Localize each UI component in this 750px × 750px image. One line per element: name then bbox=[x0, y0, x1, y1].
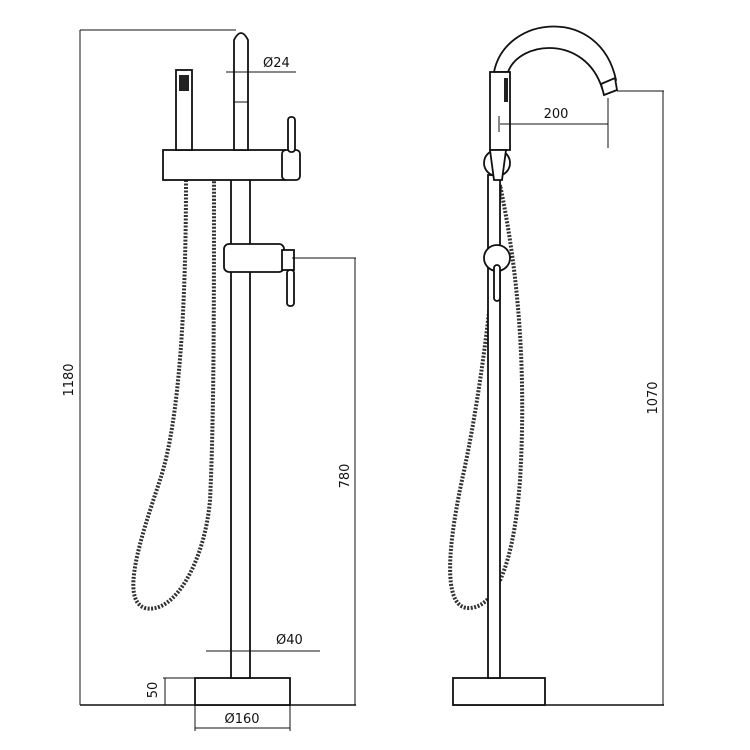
front-view: 1180 50 Ø24 780 Ø40 Ø160 bbox=[62, 29, 356, 731]
spout bbox=[233, 32, 249, 151]
mixer-body bbox=[223, 243, 285, 273]
hand-shower-nozzles bbox=[179, 75, 189, 91]
side-view: 200 1070 bbox=[448, 25, 664, 706]
diverter-lever bbox=[287, 116, 296, 153]
dimension-label-50: 50 bbox=[146, 682, 161, 699]
dimension-label-1180: 1180 bbox=[62, 363, 77, 396]
dimension-label-780: 780 bbox=[338, 464, 353, 489]
dimension-label-40: Ø40 bbox=[276, 633, 303, 648]
mixer-lever bbox=[286, 269, 295, 307]
dimension-label-24: Ø24 bbox=[263, 56, 290, 71]
gooseneck-spout bbox=[492, 25, 618, 90]
shower-hose bbox=[131, 179, 216, 611]
mixer-lever-side bbox=[493, 264, 501, 302]
diverter-body bbox=[162, 149, 286, 181]
base-plate bbox=[194, 677, 291, 706]
spout-outlet bbox=[599, 76, 619, 97]
dimension-label-160: Ø160 bbox=[224, 712, 259, 727]
diverter-knob bbox=[281, 149, 301, 181]
spout-grip bbox=[504, 78, 508, 102]
base-plate-side bbox=[452, 677, 546, 706]
dimension-label-200: 200 bbox=[544, 107, 569, 122]
mixer-knob bbox=[281, 249, 295, 271]
diverter-collar bbox=[488, 149, 508, 181]
dimension-label-1070: 1070 bbox=[646, 381, 661, 414]
shower-hose-side bbox=[448, 184, 525, 610]
